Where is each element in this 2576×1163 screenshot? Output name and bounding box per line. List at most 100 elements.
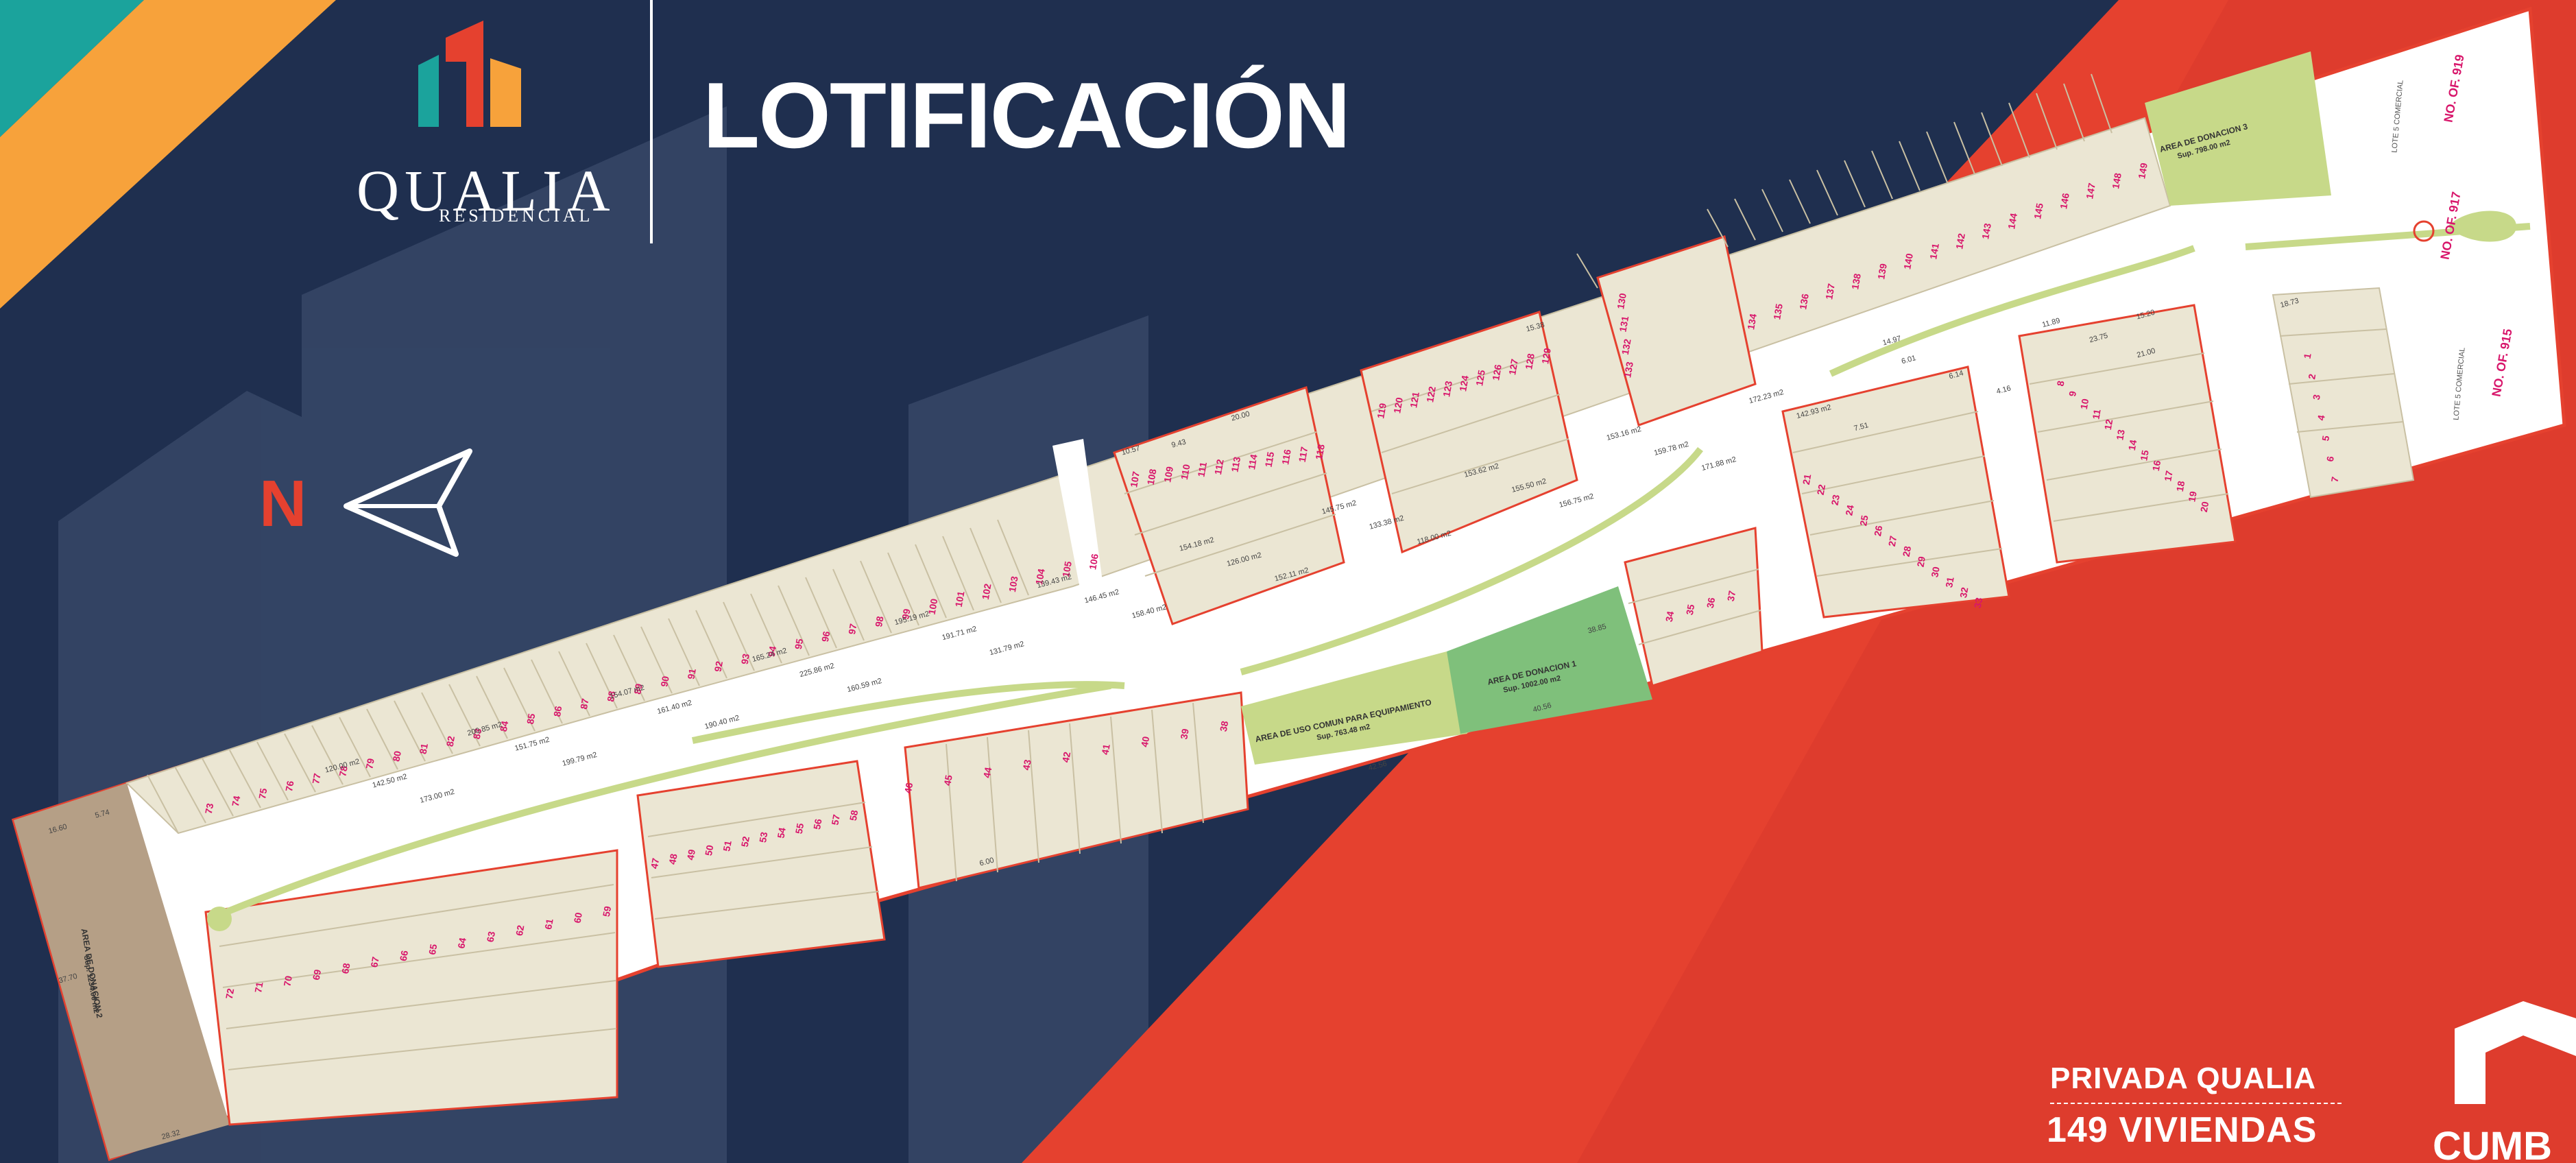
lot-number: 82 <box>444 735 457 747</box>
dimension-label: 14.97 <box>1881 335 1902 348</box>
dimension-label: 6.14 <box>1948 369 1964 381</box>
lot-number: 57 <box>829 813 841 826</box>
lot-number: 113 <box>1229 456 1243 473</box>
lot-number: 73 <box>203 802 215 815</box>
dimension-label: 190.40 m2 <box>703 714 740 731</box>
lot-number: 49 <box>685 848 697 861</box>
lot-number: 21 <box>1801 473 1813 485</box>
lot-number: 9 <box>2067 390 2078 398</box>
lot-number: 121 <box>1408 391 1421 409</box>
lot-number: 55 <box>793 822 806 835</box>
dimension-label: 16.60 <box>47 823 68 836</box>
brand-subtitle: RESIDENCIAL <box>439 206 594 226</box>
footer-divider <box>2050 1103 2342 1104</box>
lot-number: 30 <box>1929 566 1941 578</box>
lot-number: 62 <box>514 924 526 937</box>
page-title: LOTIFICACIÓN <box>703 63 1351 167</box>
dimension-label: 161.40 m2 <box>656 699 693 716</box>
lot-number: 22 <box>1815 483 1827 496</box>
lot-number: 97 <box>846 623 858 635</box>
lot-number: 109 <box>1161 466 1175 483</box>
lot-number: 142 <box>1953 232 1967 250</box>
lot-number: 47 <box>649 857 661 870</box>
lot-number: 95 <box>793 638 805 650</box>
lot-number: 4 <box>2315 414 2327 422</box>
block-107-118 <box>1113 386 1345 625</box>
dimension-label: 142.50 m2 <box>372 773 408 790</box>
roundabout-marker <box>207 907 232 931</box>
block-130-133 <box>1596 235 1757 427</box>
lot-number: 36 <box>1705 597 1717 609</box>
dimension-label: 28.32 <box>160 1129 181 1142</box>
dimension-label: 225.86 m2 <box>799 662 835 679</box>
median-4 <box>1829 245 2195 377</box>
lot-number: 75 <box>256 787 269 800</box>
dimension-label: 151.75 m2 <box>514 736 550 753</box>
lot-number: 112 <box>1212 458 1226 475</box>
dimension-label: 154.07 m2 <box>609 684 645 701</box>
dimension-label: 38.85 <box>1587 623 1607 636</box>
official-number: NO. OF. 915 <box>2490 328 2515 398</box>
dimension-label: 142.93 m2 <box>1796 403 1832 420</box>
roundabout-east <box>2448 211 2516 242</box>
lot-number: 11 <box>2090 408 2102 420</box>
lot-number: 140 <box>1901 252 1915 270</box>
lot-number: 144 <box>2006 212 2019 230</box>
lot-number: 63 <box>485 931 497 943</box>
dimension-label: 145.75 m2 <box>1321 499 1357 516</box>
lot-number: 48 <box>666 853 679 865</box>
dimension-label: 159.78 m2 <box>1653 440 1689 457</box>
lot-number: 99 <box>900 608 912 620</box>
dimension-label: 126.00 m2 <box>1226 551 1262 568</box>
donation-area-1 <box>1447 586 1652 734</box>
dimension-label: 6.00 <box>978 856 995 868</box>
lot-number: 148 <box>2110 172 2123 190</box>
lot-number: 94 <box>766 645 778 658</box>
block-8-20 <box>2018 304 2237 564</box>
dimension-label: 4.16 <box>1995 384 2012 396</box>
lot-number: 13 <box>2114 429 2126 441</box>
lot-number: 70 <box>281 974 293 987</box>
dimension-label: 23.75 <box>2089 332 2109 345</box>
lot-number: 105 <box>1060 560 1074 578</box>
lot-number: 78 <box>337 765 349 777</box>
lot-number: 122 <box>1424 385 1438 403</box>
lot-number: 117 <box>1297 446 1310 463</box>
dimension-label: 133.38 m2 <box>1369 514 1405 531</box>
lot-number: 43 <box>1020 758 1033 771</box>
official-number: NO. OF. 917 <box>2438 191 2464 261</box>
lot-number: 3 <box>2311 394 2322 401</box>
dimension-label: 42.56 <box>1367 760 1388 773</box>
lot-number: 58 <box>847 809 860 822</box>
header-divider <box>650 0 653 243</box>
lot-number: 40 <box>1139 735 1151 747</box>
lot-number: 69 <box>311 968 323 981</box>
footer-project-name: PRIVADA QUALIA <box>2050 1062 2316 1095</box>
lot-number: 101 <box>953 590 967 608</box>
lot-number: 149 <box>2136 162 2150 180</box>
lot-number: 37 <box>1725 590 1737 602</box>
lot-number: 33 <box>1972 597 1984 609</box>
lot-number: 77 <box>310 772 322 784</box>
lot-number: 102 <box>980 583 994 601</box>
lot-number: 59 <box>601 905 613 918</box>
lot-number: 103 <box>1007 575 1020 593</box>
lot-number: 27 <box>1886 535 1899 547</box>
lot-number: 131 <box>1617 315 1631 333</box>
dimension-label: 6.01 <box>1901 354 1917 365</box>
lot-number: 86 <box>551 705 564 717</box>
dimension-label: 153.62 m2 <box>1463 462 1500 479</box>
lot-number: 39 <box>1178 728 1190 740</box>
lot-number: 133 <box>1622 361 1635 379</box>
lot-number: 88 <box>605 690 617 702</box>
lot-number: 45 <box>941 774 954 787</box>
lot-number: 72 <box>224 987 236 1000</box>
lot-number: 128 <box>1523 352 1537 370</box>
lot-number: 139 <box>1875 263 1889 280</box>
median-3 <box>1240 446 1703 675</box>
qualia-logo-icon <box>418 21 521 127</box>
lot-lines-blocks <box>219 328 2404 1070</box>
lot-number: 8 <box>2055 380 2067 387</box>
dimension-label: 155.50 m2 <box>1510 477 1547 494</box>
dimension-label: 199.79 m2 <box>562 751 598 768</box>
